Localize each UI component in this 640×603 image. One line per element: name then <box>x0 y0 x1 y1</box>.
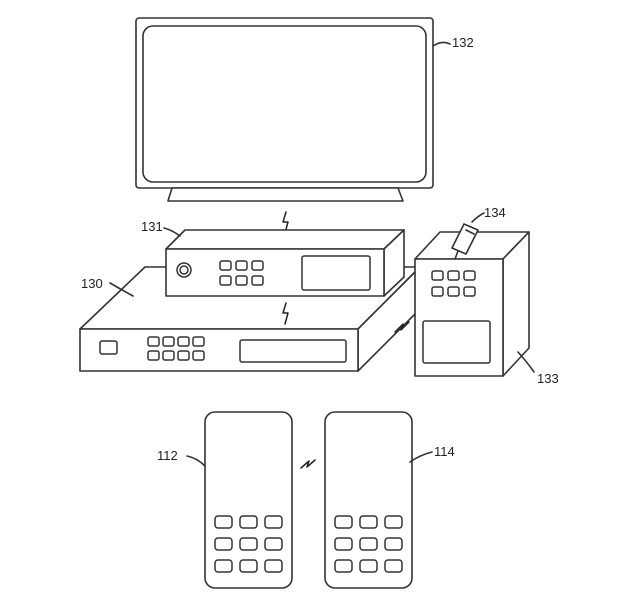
tower-device <box>414 231 530 377</box>
tv-stand <box>167 187 404 202</box>
label-phone-right: 114 <box>434 444 455 459</box>
set-top-box <box>165 229 405 297</box>
phone-left-keypad <box>214 515 283 573</box>
wireless-link-tower-icon <box>394 321 410 333</box>
wireless-link-phones-icon <box>300 459 316 469</box>
wireless-link-stb-icon <box>282 302 289 325</box>
phone-right <box>324 411 413 589</box>
tower-keypad <box>431 270 476 297</box>
label-phone-left: 112 <box>157 448 178 463</box>
stb-display <box>301 255 371 291</box>
receiver-display <box>239 339 347 363</box>
television <box>135 17 434 202</box>
stb-keypad <box>219 260 264 286</box>
phone-right-keypad <box>334 515 403 573</box>
receiver-keypad <box>147 336 205 361</box>
wireless-link-tv-icon <box>282 211 289 234</box>
label-set-top-box: 131 <box>141 219 163 234</box>
label-receiver: 130 <box>81 276 103 291</box>
label-tower: 133 <box>537 371 559 386</box>
dongle-device <box>451 223 479 260</box>
phone-left <box>204 411 293 589</box>
label-dongle: 134 <box>484 205 506 220</box>
label-tv: 132 <box>452 35 474 50</box>
tower-display <box>422 320 491 364</box>
